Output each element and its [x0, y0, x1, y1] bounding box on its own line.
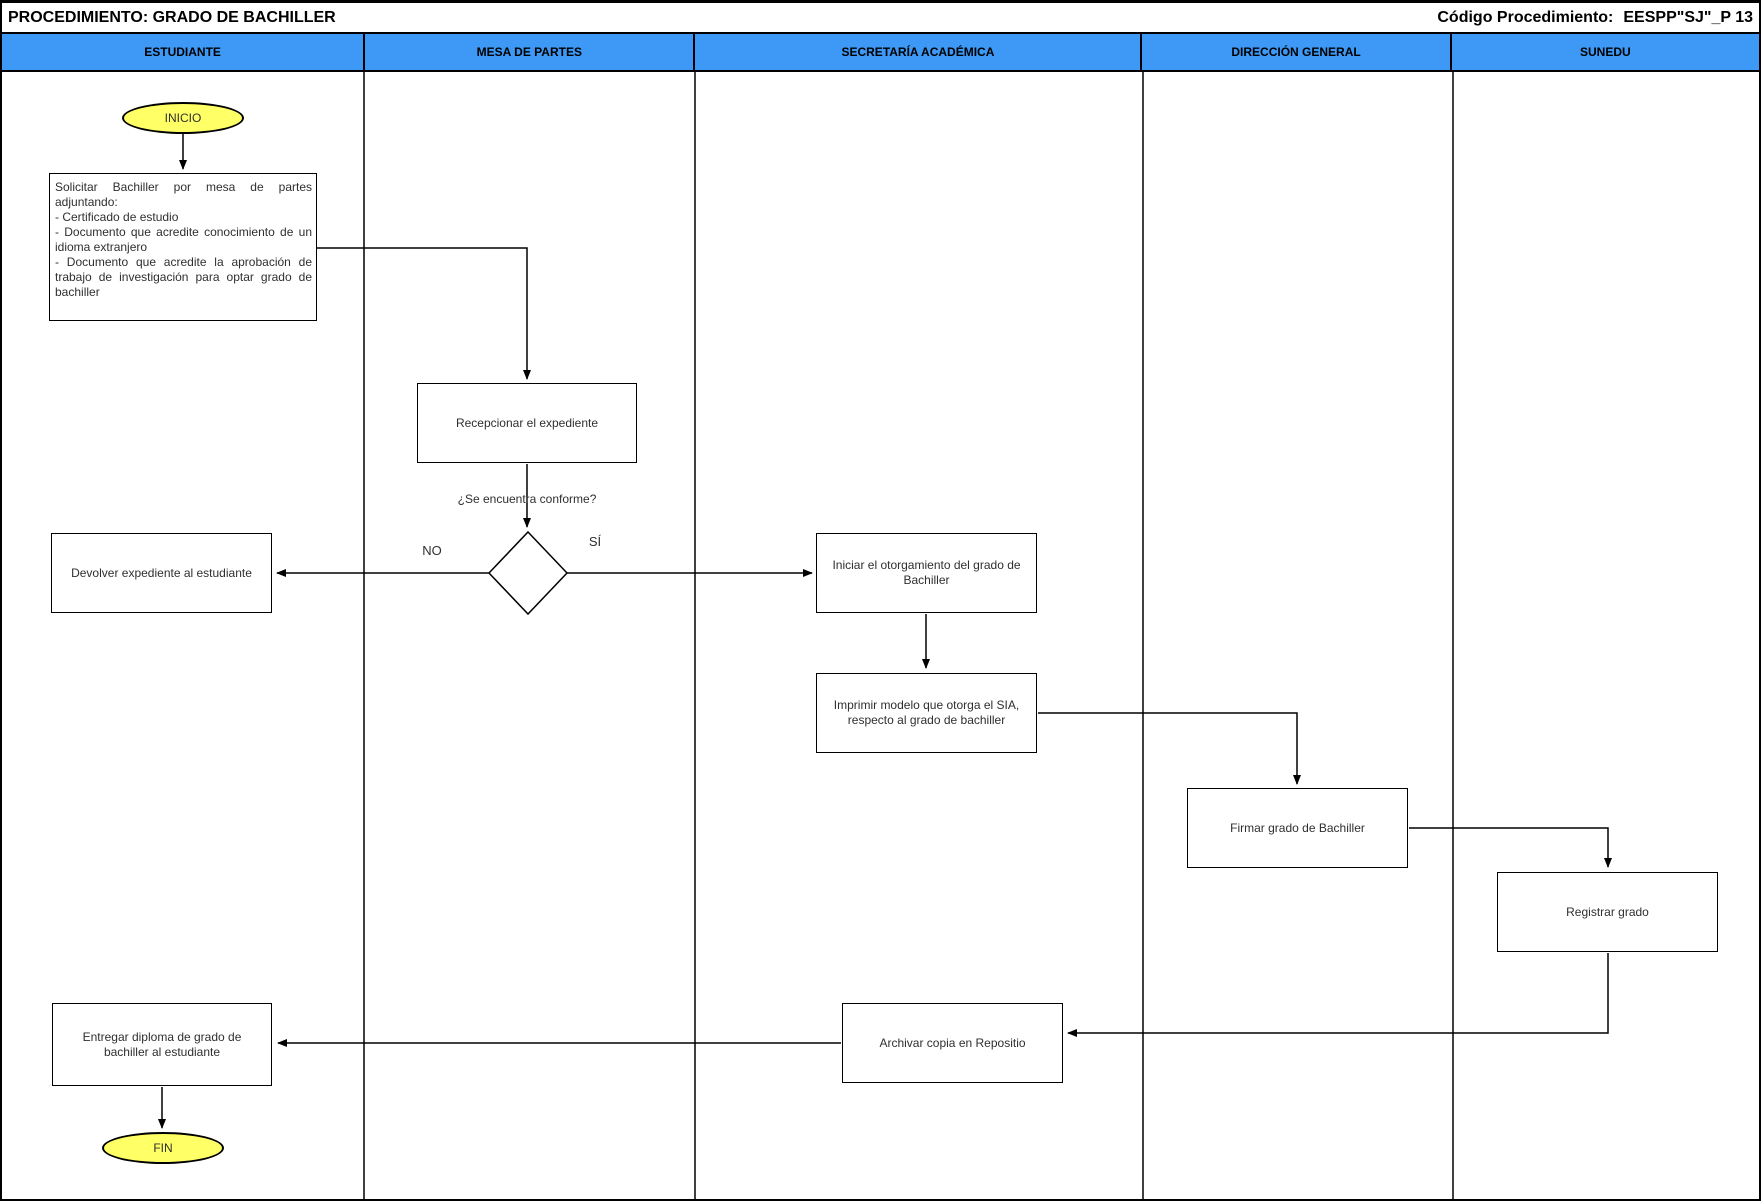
connector-firmar-registrar	[1409, 827, 1612, 868]
node-iniciar-otorgamiento: Iniciar el otorgamiento del grado de Bac…	[816, 533, 1037, 613]
decision-question-label: ¿Se encuentra conforme?	[457, 492, 597, 506]
branch-label-si: SÍ	[588, 534, 602, 549]
lane-header-mesa-de-partes: MESA DE PARTES	[363, 34, 693, 70]
procedure-code-label: Código Procedimiento:	[1437, 8, 1614, 26]
connector-solicitar-recepcionar	[317, 247, 531, 380]
node-end-terminator: FIN	[102, 1132, 224, 1164]
lane-header-secretaria-academica: SECRETARÍA ACADÉMICA	[693, 34, 1140, 70]
node-entregar-diploma: Entregar diploma de grado de bachiller a…	[52, 1003, 272, 1086]
node-archivar-copia: Archivar copia en Repositio	[842, 1003, 1063, 1083]
branch-label-no: NO	[422, 543, 442, 558]
connector-imprimir-firmar	[1038, 712, 1301, 785]
node-recepcionar-expediente: Recepcionar el expediente	[417, 383, 637, 463]
node-imprimir-modelo: Imprimir modelo que otorga el SIA, respe…	[816, 673, 1037, 753]
decision-diamond	[487, 530, 569, 616]
title-bar: PROCEDIMIENTO: GRADO DE BACHILLER Código…	[2, 3, 1759, 34]
lane-header-direccion-general: DIRECCIÓN GENERAL	[1140, 34, 1449, 70]
procedure-code-value: EESPP"SJ"_P 13	[1623, 8, 1753, 26]
lane-header-estudiante: ESTUDIANTE	[144, 45, 221, 59]
node-start-terminator: INICIO	[122, 102, 244, 134]
node-solicitar-bachiller: Solicitar Bachiller por mesa de partes a…	[49, 173, 317, 321]
node-firmar-grado: Firmar grado de Bachiller	[1187, 788, 1408, 868]
page-title: PROCEDIMIENTO: GRADO DE BACHILLER	[8, 8, 336, 26]
lane-header-row: ESTUDIANTE MESA DE PARTES SECRETARÍA ACA…	[2, 34, 1759, 72]
node-devolver-expediente: Devolver expediente al estudiante	[51, 533, 272, 613]
node-registrar-grado: Registrar grado	[1497, 872, 1718, 952]
connector-layer	[158, 72, 1612, 1199]
connector-registrar-archivar	[1067, 953, 1609, 1037]
lane-divider-lines	[363, 72, 1454, 1199]
lane-header-sunedu: SUNEDU	[1449, 34, 1759, 70]
